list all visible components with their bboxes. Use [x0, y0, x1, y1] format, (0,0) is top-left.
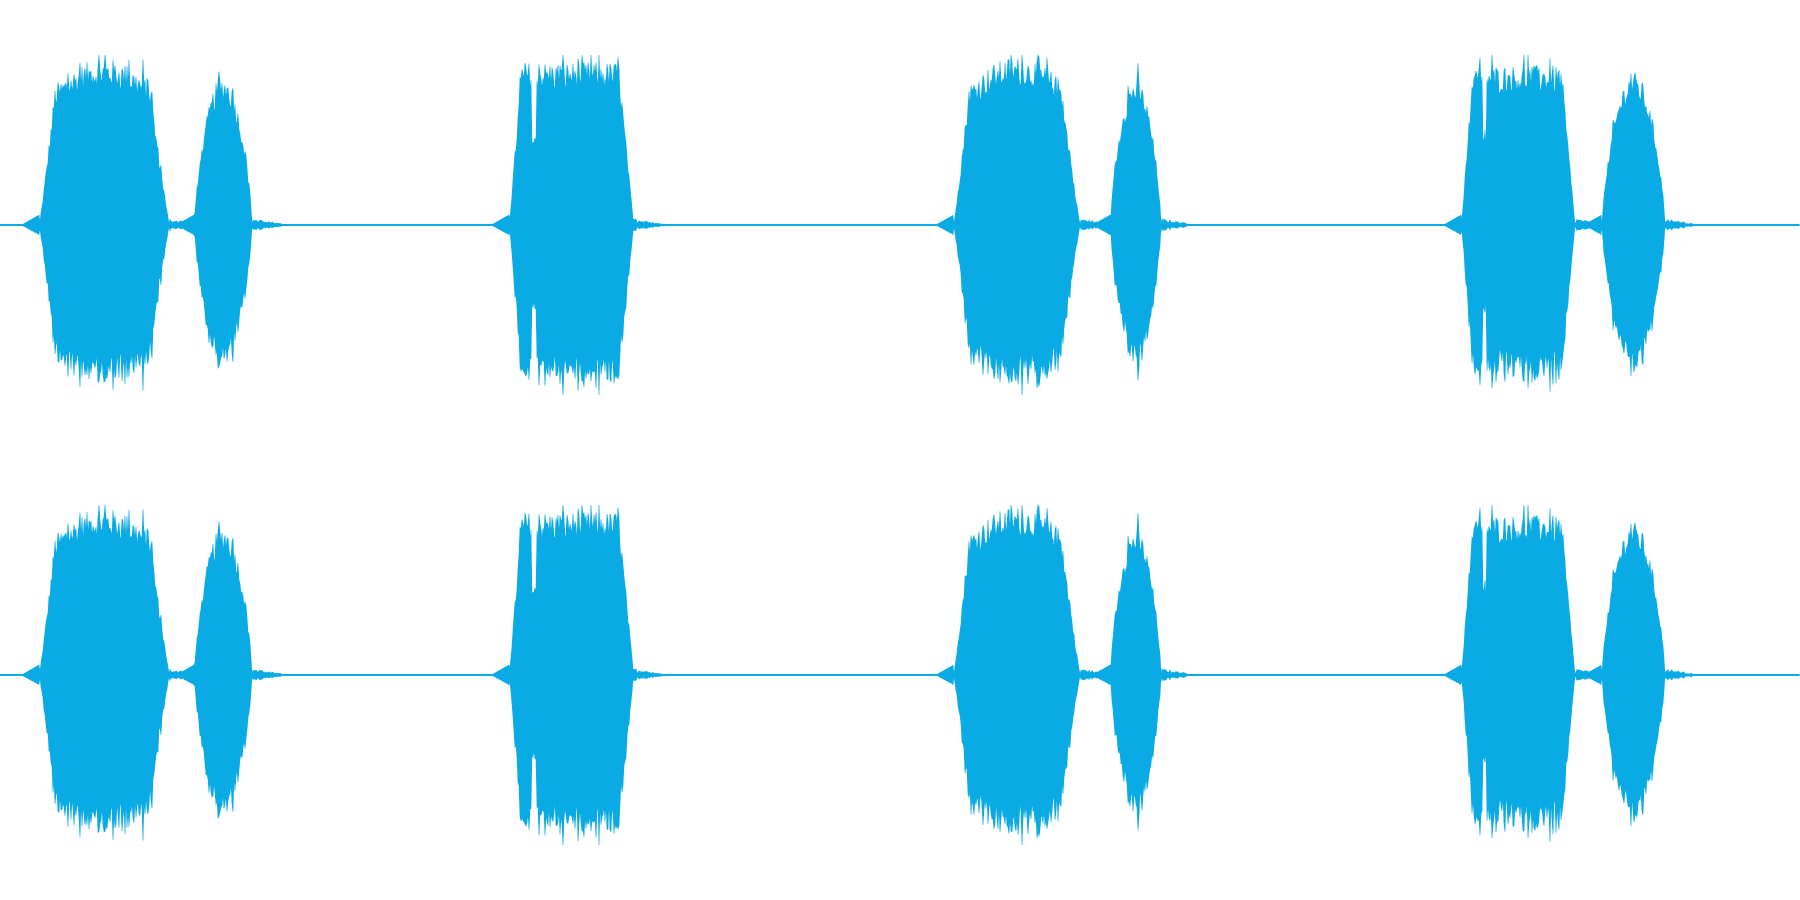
- waveform-envelope-right: [0, 504, 1800, 846]
- waveform-envelope-left: [0, 54, 1800, 396]
- waveform-left: [0, 54, 1800, 396]
- waveform-channel-left[interactable]: [0, 0, 1800, 450]
- waveform-channel-right[interactable]: [0, 450, 1800, 900]
- waveform-right: [0, 504, 1800, 846]
